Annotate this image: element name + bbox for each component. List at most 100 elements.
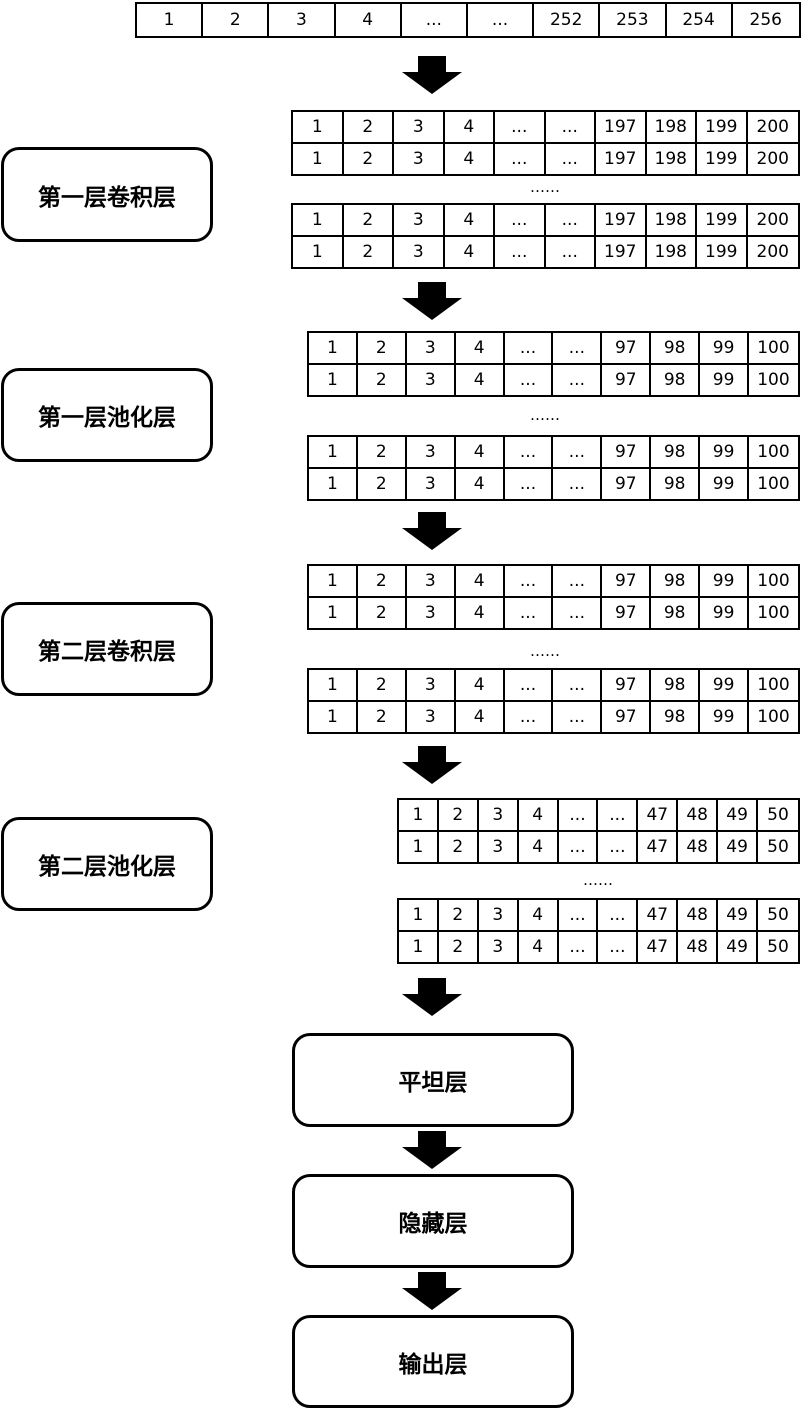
vector-cell: 97	[602, 365, 652, 395]
vector-cell: 48	[678, 832, 719, 862]
vector-cell: 253	[600, 4, 667, 36]
pool-layer-2-box: 第二层池化层	[1, 817, 213, 911]
vector-cell: 197	[596, 144, 647, 174]
vector-cell: 100	[757, 602, 790, 623]
vector-cell: 3	[479, 900, 519, 930]
vector-cell: 3	[394, 112, 445, 142]
vector-cell: 98	[651, 670, 701, 700]
vector-cell: 1	[309, 670, 358, 700]
hidden-layer-box: 隐藏层	[292, 1174, 574, 1268]
vector-cell: 2	[439, 832, 479, 862]
vector-cell: ...	[505, 670, 554, 700]
vector-cell: 100	[757, 369, 790, 390]
vector-cell: ...	[598, 832, 639, 862]
vector-cell: 2	[203, 4, 270, 36]
vector-cell: 3	[407, 566, 456, 596]
vector-cell: 1	[309, 437, 358, 467]
vector-cell: 3	[479, 832, 519, 862]
vector-cell: ...	[559, 832, 599, 862]
vector-cell: 197	[596, 205, 647, 235]
vector-cell: 50	[767, 936, 789, 957]
vector-cell: 4	[336, 4, 402, 36]
vector-cell: ...	[402, 4, 468, 36]
vector-cell: 1	[309, 566, 358, 596]
conv2-ellipsis: ……	[530, 642, 560, 660]
conv-layer-2-label: 第二层卷积层	[38, 639, 176, 665]
vector-cell: 197	[596, 237, 647, 267]
vector-cell: 3	[407, 469, 456, 499]
vector-cell: 1	[293, 237, 344, 267]
vector-cell: 3	[407, 365, 456, 395]
vector-cell: 3	[394, 144, 445, 174]
vector-cell: 3	[407, 333, 456, 363]
vector-cell: ...	[553, 333, 603, 363]
vector-cell: 1	[293, 112, 344, 142]
vector-cell: 4	[456, 333, 505, 363]
vector-cell: ...	[559, 932, 599, 962]
vector-cell: 98	[651, 598, 701, 628]
vector-cell: 98	[651, 365, 701, 395]
vector-cell: 4	[445, 237, 495, 267]
vector-cell: ...	[553, 469, 603, 499]
vector-cell: 4	[519, 900, 559, 930]
flatten-layer-label: 平坦层	[398, 1070, 468, 1096]
vector-cell: 256	[749, 9, 782, 30]
vector-cell: 4	[456, 702, 505, 732]
vector-cell: 100	[757, 473, 790, 494]
conv-layer-1-label: 第一层卷积层	[38, 184, 176, 211]
vector-cell: 4	[456, 437, 505, 467]
vector-cell: 2	[439, 932, 479, 962]
vector-cell: 99	[700, 437, 750, 467]
vector-cell: 1	[399, 900, 439, 930]
pool-layer-2-label: 第二层池化层	[38, 854, 176, 880]
vector-cell: 200	[756, 116, 789, 137]
vector-cell: 200	[756, 241, 789, 262]
vector-cell: ...	[505, 566, 554, 596]
vector-cell: 2	[358, 365, 407, 395]
vector-cell: 4	[456, 365, 505, 395]
vector-cell: 197	[596, 112, 647, 142]
vector-cell: 97	[602, 670, 652, 700]
vector-cell: 198	[647, 237, 697, 267]
vector-cell: 98	[651, 333, 701, 363]
flatten-layer-box: 平坦层	[292, 1033, 574, 1127]
vector-cell: 2	[344, 112, 394, 142]
vector-cell: 99	[700, 598, 750, 628]
vector-cell: 100	[757, 570, 790, 591]
vector-cell: 99	[700, 702, 750, 732]
vector-cell: 49	[718, 800, 759, 830]
output-layer-box: 输出层	[292, 1315, 574, 1408]
vector-cell: ...	[559, 800, 599, 830]
vector-cell: ...	[495, 144, 546, 174]
vector-cell: 98	[651, 702, 701, 732]
vector-cell: 1	[293, 205, 344, 235]
vector-cell: 4	[456, 598, 505, 628]
vector-cell: ...	[553, 670, 603, 700]
vector-cell: ...	[553, 702, 603, 732]
vector-cell: 99	[700, 469, 750, 499]
vector-cell: 100	[757, 706, 790, 727]
vector-cell: 3	[479, 932, 519, 962]
conv-layer-1-box: 第一层卷积层	[1, 147, 213, 242]
vector-cell: 198	[647, 144, 697, 174]
vector-cell: 100	[757, 337, 790, 358]
pool1-ellipsis: ……	[530, 406, 560, 424]
vector-cell: 2	[358, 437, 407, 467]
vector-cell: 1	[309, 702, 358, 732]
vector-cell: 1	[399, 832, 439, 862]
vector-cell: 1	[309, 598, 358, 628]
vector-cell: 49	[718, 832, 759, 862]
vector-cell: 98	[651, 469, 701, 499]
vector-cell: 4	[519, 832, 559, 862]
vector-cell: 2	[358, 333, 407, 363]
vector-cell: 47	[638, 800, 679, 830]
vector-cell: ...	[598, 900, 639, 930]
